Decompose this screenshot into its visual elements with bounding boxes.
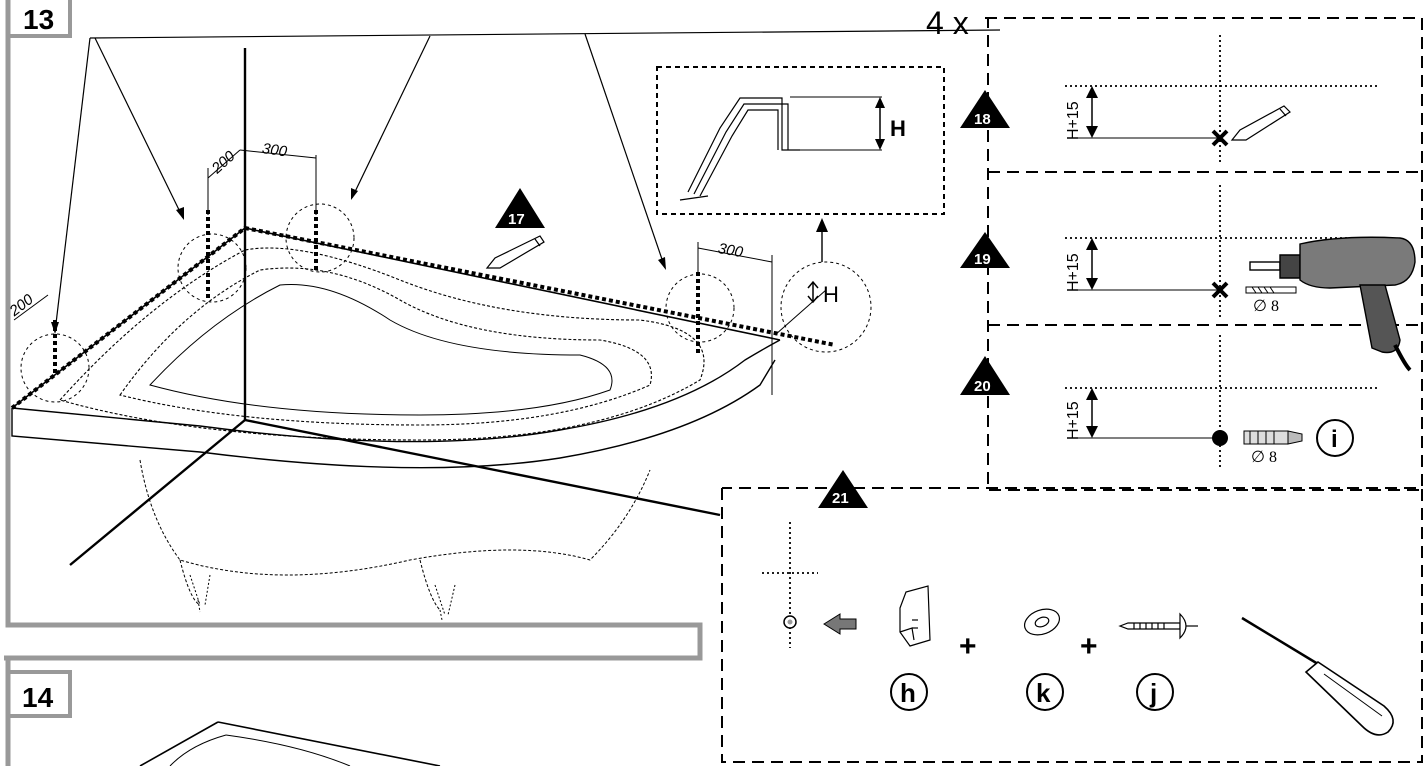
arrow-left-icon [823,613,857,635]
step-19-drilling: 19 H+15 ∅ 8 [960,185,1416,372]
wall-corner-lines [69,29,1001,566]
step-21-panel: 21 + + h [721,470,1423,763]
dimension-lines [13,149,827,395]
step-20-offset: H+15 [1065,401,1082,440]
plus-sign-2: + [1080,630,1098,663]
step-19-number: 19 [974,251,991,268]
steps-18-20-panel [985,17,1423,491]
screw-j-icon [1118,612,1198,640]
bracket-h-icon [899,585,931,647]
step-18-number: 18 [974,111,991,128]
pencil-icon [1230,105,1291,141]
washer-k-icon [1023,608,1061,636]
pencil-icon [485,235,545,269]
plus-sign-1: + [959,630,977,663]
cross-mark-icon [1211,281,1229,299]
wall-marking-lines [10,210,836,410]
hole-dot-icon [1212,430,1228,446]
rim-profile-detail: H [656,66,945,215]
step-20-plug: 20 H+15 ∅ 8 i [960,335,1380,470]
bracket-detail-circles [20,203,872,403]
leader-arrow-heads [51,188,666,334]
height-label: H [823,282,839,307]
step-13-number: 13 [23,4,54,35]
screwdriver-icon [1241,616,1394,736]
part-h-label: h [900,678,916,708]
step-19-diameter: ∅ 8 [1253,298,1279,315]
step-21-number: 21 [832,490,849,507]
drill-icon [1249,236,1416,372]
step-20-number: 20 [974,378,991,395]
step-13-frame: 13 [4,0,703,661]
dim-right-300: 300 [717,240,745,261]
cross-mark-icon [1211,129,1229,147]
part-i-label: i [1331,426,1338,453]
drill-bit-icon [1245,286,1297,294]
step-14-frame: 14 [5,660,441,766]
step-19-offset: H+15 [1065,253,1082,292]
step-18-marking: 18 H+15 [960,35,1380,162]
detail-up-arrow [816,218,828,262]
corner-bathtub [11,227,781,621]
part-j-label: j [1149,678,1157,708]
step-20-diameter: ∅ 8 [1251,449,1277,466]
dim-corner-200: 200 [208,147,239,177]
rim-height-label: H [890,116,906,141]
step-18-offset: H+15 [1065,101,1082,140]
repeat-count: 4 x [926,5,969,41]
part-k-label: k [1036,678,1051,708]
dim-corner-300: 300 [261,140,289,160]
step-17-number: 17 [508,211,525,228]
wall-plug-icon [1243,430,1303,445]
step-17-marker: 17 [495,188,545,228]
step-14-number: 14 [22,682,54,713]
leader-arrows [54,33,666,333]
height-marker [807,280,819,304]
